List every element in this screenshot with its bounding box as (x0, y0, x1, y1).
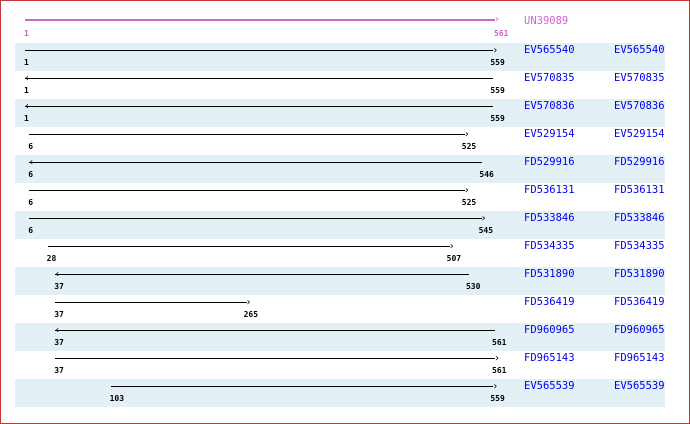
hit-id-link[interactable]: FD960965 (524, 324, 575, 336)
hit-end: 507 (446, 254, 462, 263)
hit-end: 561 (492, 338, 507, 347)
hit-end: 265 (243, 310, 259, 319)
hit-accession-link[interactable]: EV565539 (614, 380, 665, 392)
hit-id-link[interactable]: EV565540 (524, 44, 575, 56)
hit-row: ‹ 1 559 EV570835 EV570835 (15, 71, 665, 99)
hit-end: 561 (492, 366, 507, 375)
hit-end: 525 (461, 198, 477, 207)
hit-row: › 103 559 EV565539 EV565539 (15, 379, 665, 407)
hit-start: 37 (54, 282, 64, 291)
arrow-right-icon: › (480, 213, 487, 224)
hit-end: 545 (478, 226, 494, 235)
hit-accession-link[interactable]: FD531890 (614, 268, 665, 280)
hit-id-link[interactable]: FD529916 (524, 156, 575, 168)
hit-end: 559 (490, 114, 505, 123)
hit-start: 6 (28, 226, 34, 235)
hit-start: 37 (54, 310, 64, 319)
hit-start: 6 (28, 170, 34, 179)
query-id: UN39089 (524, 15, 569, 27)
hit-row: › 37 265 FD536419 FD536419 (15, 295, 665, 323)
arrow-left-icon: ‹ (54, 269, 61, 280)
alignment-arrow: ‹ (54, 326, 495, 336)
arrow-right-icon: › (463, 129, 470, 140)
hit-row: ‹ 1 559 EV570836 EV570836 (15, 99, 665, 127)
hit-row: ‹ 37 530 FD531890 FD531890 (15, 267, 665, 295)
query-start: 1 (24, 29, 29, 38)
hit-start: 37 (54, 338, 64, 347)
alignment-arrow: › (47, 242, 455, 252)
arrow-left-icon: ‹ (28, 157, 35, 168)
hit-accession-link[interactable]: FD534335 (614, 240, 665, 252)
hit-start: 28 (46, 254, 57, 263)
hit-accession-link[interactable]: FD536419 (614, 296, 665, 308)
alignment-arrow: › (110, 382, 498, 392)
hit-row: ‹ 6 546 FD529916 FD529916 (15, 155, 665, 183)
hit-id-link[interactable]: EV570835 (524, 72, 575, 84)
arrow-right-icon: › (492, 381, 499, 392)
hit-end: 559 (490, 86, 505, 95)
hit-row: › 28 507 FD534335 FD534335 (15, 239, 665, 267)
arrow-right-icon: › (493, 14, 500, 25)
hit-id-link[interactable]: FD531890 (524, 268, 575, 280)
hit-accession-link[interactable]: EV565540 (614, 44, 665, 56)
hit-end: 525 (461, 142, 477, 151)
alignment-arrow: › (55, 354, 500, 364)
hit-row: › 6 525 FD536131 FD536131 (15, 183, 665, 211)
hit-start: 6 (28, 198, 34, 207)
hit-end: 530 (465, 282, 481, 291)
hit-accession-link[interactable]: EV529154 (614, 128, 665, 140)
hit-row: › 6 545 FD533846 FD533846 (15, 211, 665, 239)
hit-end: 559 (490, 58, 505, 67)
alignment-arrow: › (55, 298, 252, 308)
hit-id-link[interactable]: FD536419 (524, 296, 575, 308)
query-end: 561 (494, 29, 509, 38)
hit-row: › 6 525 EV529154 EV529154 (15, 127, 665, 155)
hit-id-link[interactable]: FD965143 (524, 352, 575, 364)
arrow-right-icon: › (463, 185, 470, 196)
hit-accession-link[interactable]: EV570835 (614, 72, 665, 84)
alignment-arrow: ‹ (54, 270, 469, 280)
hit-end: 559 (490, 394, 505, 403)
hit-accession-link[interactable]: FD533846 (614, 212, 665, 224)
hit-end: 546 (479, 170, 494, 179)
arrow-right-icon: › (245, 297, 252, 308)
hit-id-link[interactable]: EV570836 (524, 100, 575, 112)
query-arrow: › (25, 15, 500, 25)
hit-id-link[interactable]: FD533846 (524, 212, 575, 224)
arrow-right-icon: › (492, 45, 499, 56)
hit-start: 37 (54, 366, 64, 375)
hit-accession-link[interactable]: FD965143 (614, 352, 665, 364)
hit-row: › 1 559 EV565540 EV565540 (15, 43, 665, 71)
arrow-right-icon: › (493, 353, 500, 364)
hit-id-link[interactable]: EV529154 (524, 128, 575, 140)
hit-start: 1 (24, 86, 29, 95)
hit-start: 103 (109, 394, 125, 403)
hit-row: › 37 561 FD965143 FD965143 (15, 351, 665, 379)
alignment-arrow: › (29, 130, 470, 140)
hit-id-link[interactable]: FD534335 (524, 240, 575, 252)
alignment-arrow: › (25, 46, 498, 56)
alignment-arrow: › (29, 186, 470, 196)
hit-start: 1 (24, 58, 29, 67)
hit-start: 1 (24, 114, 29, 123)
hit-accession-link[interactable]: EV570836 (614, 100, 665, 112)
arrow-right-icon: › (448, 241, 455, 252)
arrow-left-icon: ‹ (24, 101, 31, 112)
hit-id-link[interactable]: FD536131 (524, 184, 575, 196)
alignment-arrow: › (29, 214, 487, 224)
hit-accession-link[interactable]: FD960965 (614, 324, 665, 336)
hit-accession-link[interactable]: FD529916 (614, 156, 665, 168)
hit-accession-link[interactable]: FD536131 (614, 184, 665, 196)
alignment-arrow: ‹ (24, 102, 494, 112)
alignment-arrow: ‹ (28, 158, 483, 168)
alignment-arrow: ‹ (24, 74, 494, 84)
arrow-left-icon: ‹ (54, 325, 61, 336)
hit-row: ‹ 37 561 FD960965 FD960965 (15, 323, 665, 351)
arrow-left-icon: ‹ (24, 73, 31, 84)
hit-id-link[interactable]: EV565539 (524, 380, 575, 392)
hit-start: 6 (28, 142, 34, 151)
